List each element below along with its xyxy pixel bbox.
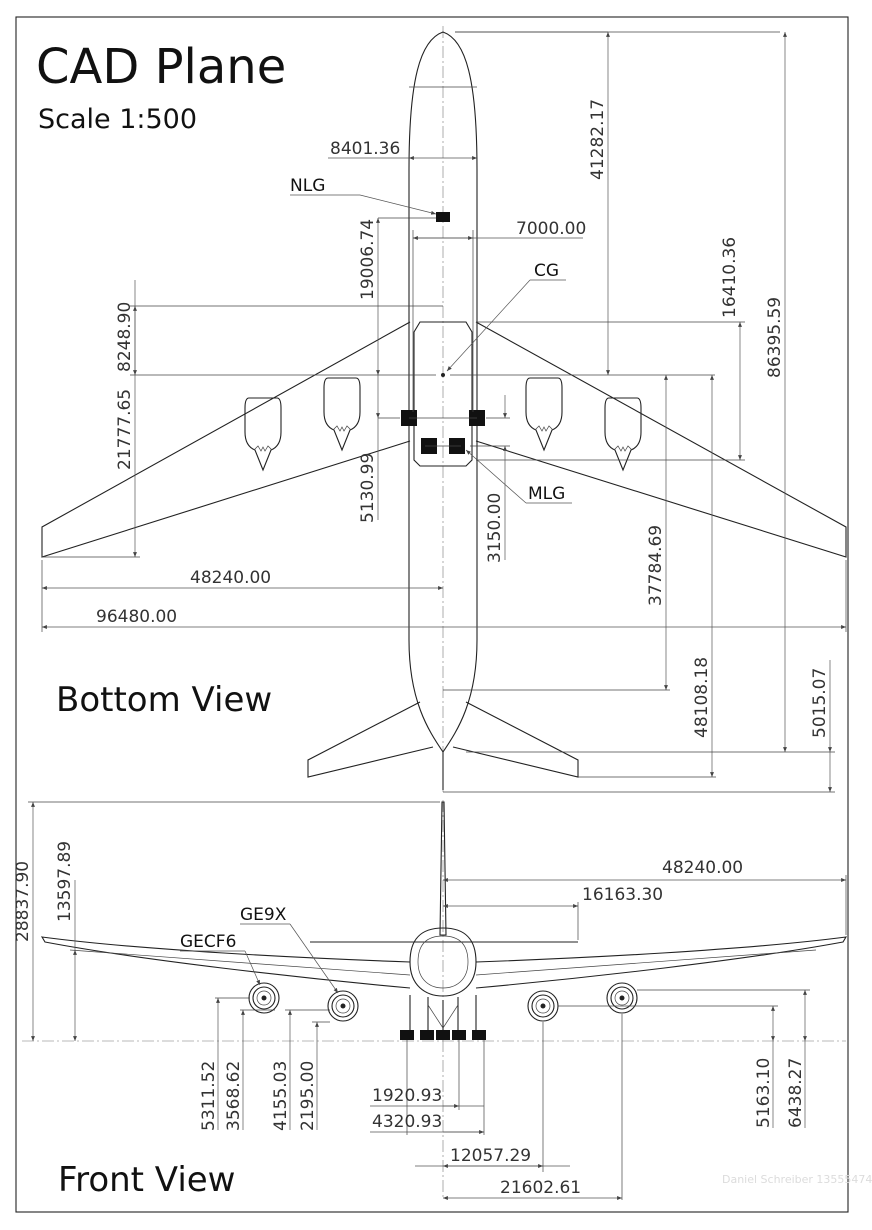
- dim-gear-offset: 3150.00: [485, 493, 505, 563]
- dim-inner-engine-center: 2195.00: [298, 1061, 318, 1131]
- drawing-scale: Scale 1:500: [38, 104, 197, 135]
- dim-outer-engine-span: 21602.61: [500, 1178, 581, 1198]
- dim-cg-to-nose: 41282.17: [588, 99, 608, 180]
- vertical-fin: [439, 801, 447, 936]
- dim-fuselage-width: 8401.36: [330, 139, 400, 159]
- front-inner-right-engine: [527, 990, 559, 1022]
- dim-cg-to-main-gear: 16410.36: [720, 237, 740, 318]
- dim-outer-engine-center: 3568.62: [224, 1061, 244, 1131]
- front-view: GE9X GECF6: [13, 800, 848, 1200]
- bottom-view: NLG CG MLG: [41, 26, 847, 793]
- dim-fin-height: 13597.89: [55, 841, 75, 922]
- fuselage-front: [409, 927, 477, 997]
- dim-tailplane-half-span: 16163.30: [582, 885, 663, 905]
- dim-wing-chord-span: 21777.65: [115, 389, 135, 470]
- callout-leaders: [290, 194, 572, 504]
- main-landing-gear: [401, 410, 485, 454]
- dim-right-outer-engine-height: 6438.27: [786, 1058, 806, 1128]
- inner-left-engine: [323, 377, 361, 451]
- dim-overall-height: 28837.90: [13, 861, 33, 942]
- outer-right-engine: [604, 397, 642, 471]
- dim-inner-engine-span: 12057.29: [450, 1146, 531, 1166]
- dim-main-gear-track: 7000.00: [516, 219, 586, 239]
- right-stabilizer: [452, 701, 579, 778]
- front-inner-left-engine: [327, 990, 359, 1022]
- right-wing: [475, 321, 847, 558]
- drawing-title: CAD Plane: [36, 39, 286, 95]
- left-wing: [41, 321, 411, 558]
- watermark: Daniel Schreiber 13555474: [722, 1173, 872, 1186]
- dim-cg-to-tail: 37784.69: [646, 525, 666, 606]
- mlg-callout: MLG: [528, 484, 565, 504]
- bottom-dimension-lines: [41, 31, 847, 793]
- dim-front-half-span: 48240.00: [662, 858, 743, 878]
- bottom-dimension-texts: 8401.36 7000.00 41282.17 86395.59 16410.…: [96, 99, 830, 738]
- dim-full-span: 96480.00: [96, 607, 177, 627]
- bottom-view-label: Bottom View: [56, 680, 272, 720]
- cg-marker: [441, 373, 445, 377]
- dim-overall-length: 86395.59: [765, 297, 785, 378]
- dim-gear-track-inner: 1920.93: [372, 1086, 442, 1106]
- sheet-border: [15, 16, 849, 1213]
- dim-wing-root-offset: 8248.90: [115, 302, 135, 372]
- front-view-label: Front View: [58, 1160, 236, 1200]
- dim-gear-track-outer: 4320.93: [372, 1112, 442, 1132]
- dim-engine-offset: 5130.99: [358, 453, 378, 523]
- nose-landing-gear: [436, 212, 450, 222]
- left-stabilizer: [307, 701, 434, 778]
- front-left-wing: [40, 936, 411, 989]
- dim-right-inner-engine-height: 5163.10: [754, 1058, 774, 1128]
- dim-tail-length: 48108.18: [692, 657, 712, 738]
- dim-nlg-to-cg: 19006.74: [358, 219, 378, 300]
- ge9x-callout: GE9X: [240, 905, 287, 925]
- front-right-wing: [475, 936, 848, 989]
- dim-outer-engine-height: 5311.52: [199, 1061, 219, 1131]
- front-outer-right-engine: [606, 982, 638, 1014]
- front-callout-leaders: [180, 923, 339, 994]
- front-outer-left-engine: [248, 982, 280, 1014]
- dim-tail-cone: 5015.07: [810, 668, 830, 738]
- outer-left-engine: [244, 397, 282, 471]
- front-dimension-lines: [28, 801, 847, 1200]
- inner-right-engine: [525, 377, 563, 451]
- nlg-callout: NLG: [290, 176, 325, 196]
- dim-inner-engine-height: 4155.03: [271, 1061, 291, 1131]
- cg-callout: CG: [534, 261, 559, 281]
- front-landing-gear: [400, 995, 486, 1040]
- gecf6-callout: GECF6: [180, 932, 236, 952]
- dim-half-span: 48240.00: [190, 568, 271, 588]
- front-dimension-texts: 28837.90 13597.89 48240.00 16163.30 5311…: [13, 841, 806, 1198]
